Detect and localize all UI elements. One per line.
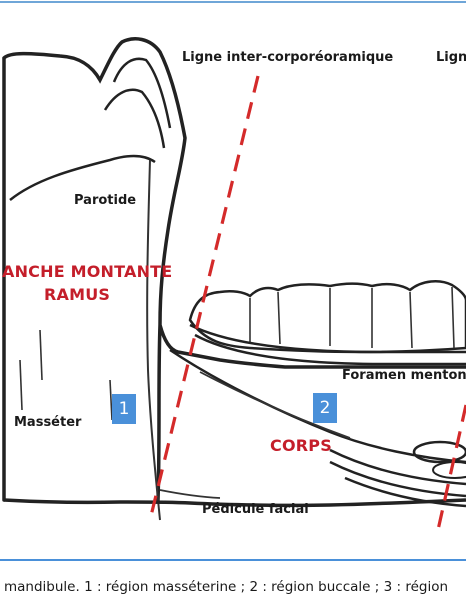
bottom-rule [0,559,466,561]
second-dashed-line [436,404,466,531]
teeth-outline [188,280,466,354]
figure-caption: mandibule. 1 : région masséterine ; 2 : … [4,579,449,595]
label-corps: CORPS [270,436,332,455]
region-badge-2: 2 [313,393,337,423]
label-masseter: Masséter [14,415,82,430]
top-rule [0,1,466,3]
label-pedicule-facial: Pédicule facial [202,502,309,517]
line-label-inter-corporeoramique: Ligne inter-corporéoramique [182,50,394,65]
label-foramen-mentonnier: Foramen mentonn [342,368,466,383]
label-ramus: RAMUS [44,285,111,304]
mandible-base [3,498,466,508]
label-parotide: Parotide [74,193,137,208]
mandible-diagram [2,37,466,531]
label-branche-montante: ANCHE MONTANTE [2,262,173,281]
inter-corporeoramique-line [148,75,260,521]
line-label-second: Lign [436,50,466,65]
region-badge-1: 1 [112,394,136,424]
